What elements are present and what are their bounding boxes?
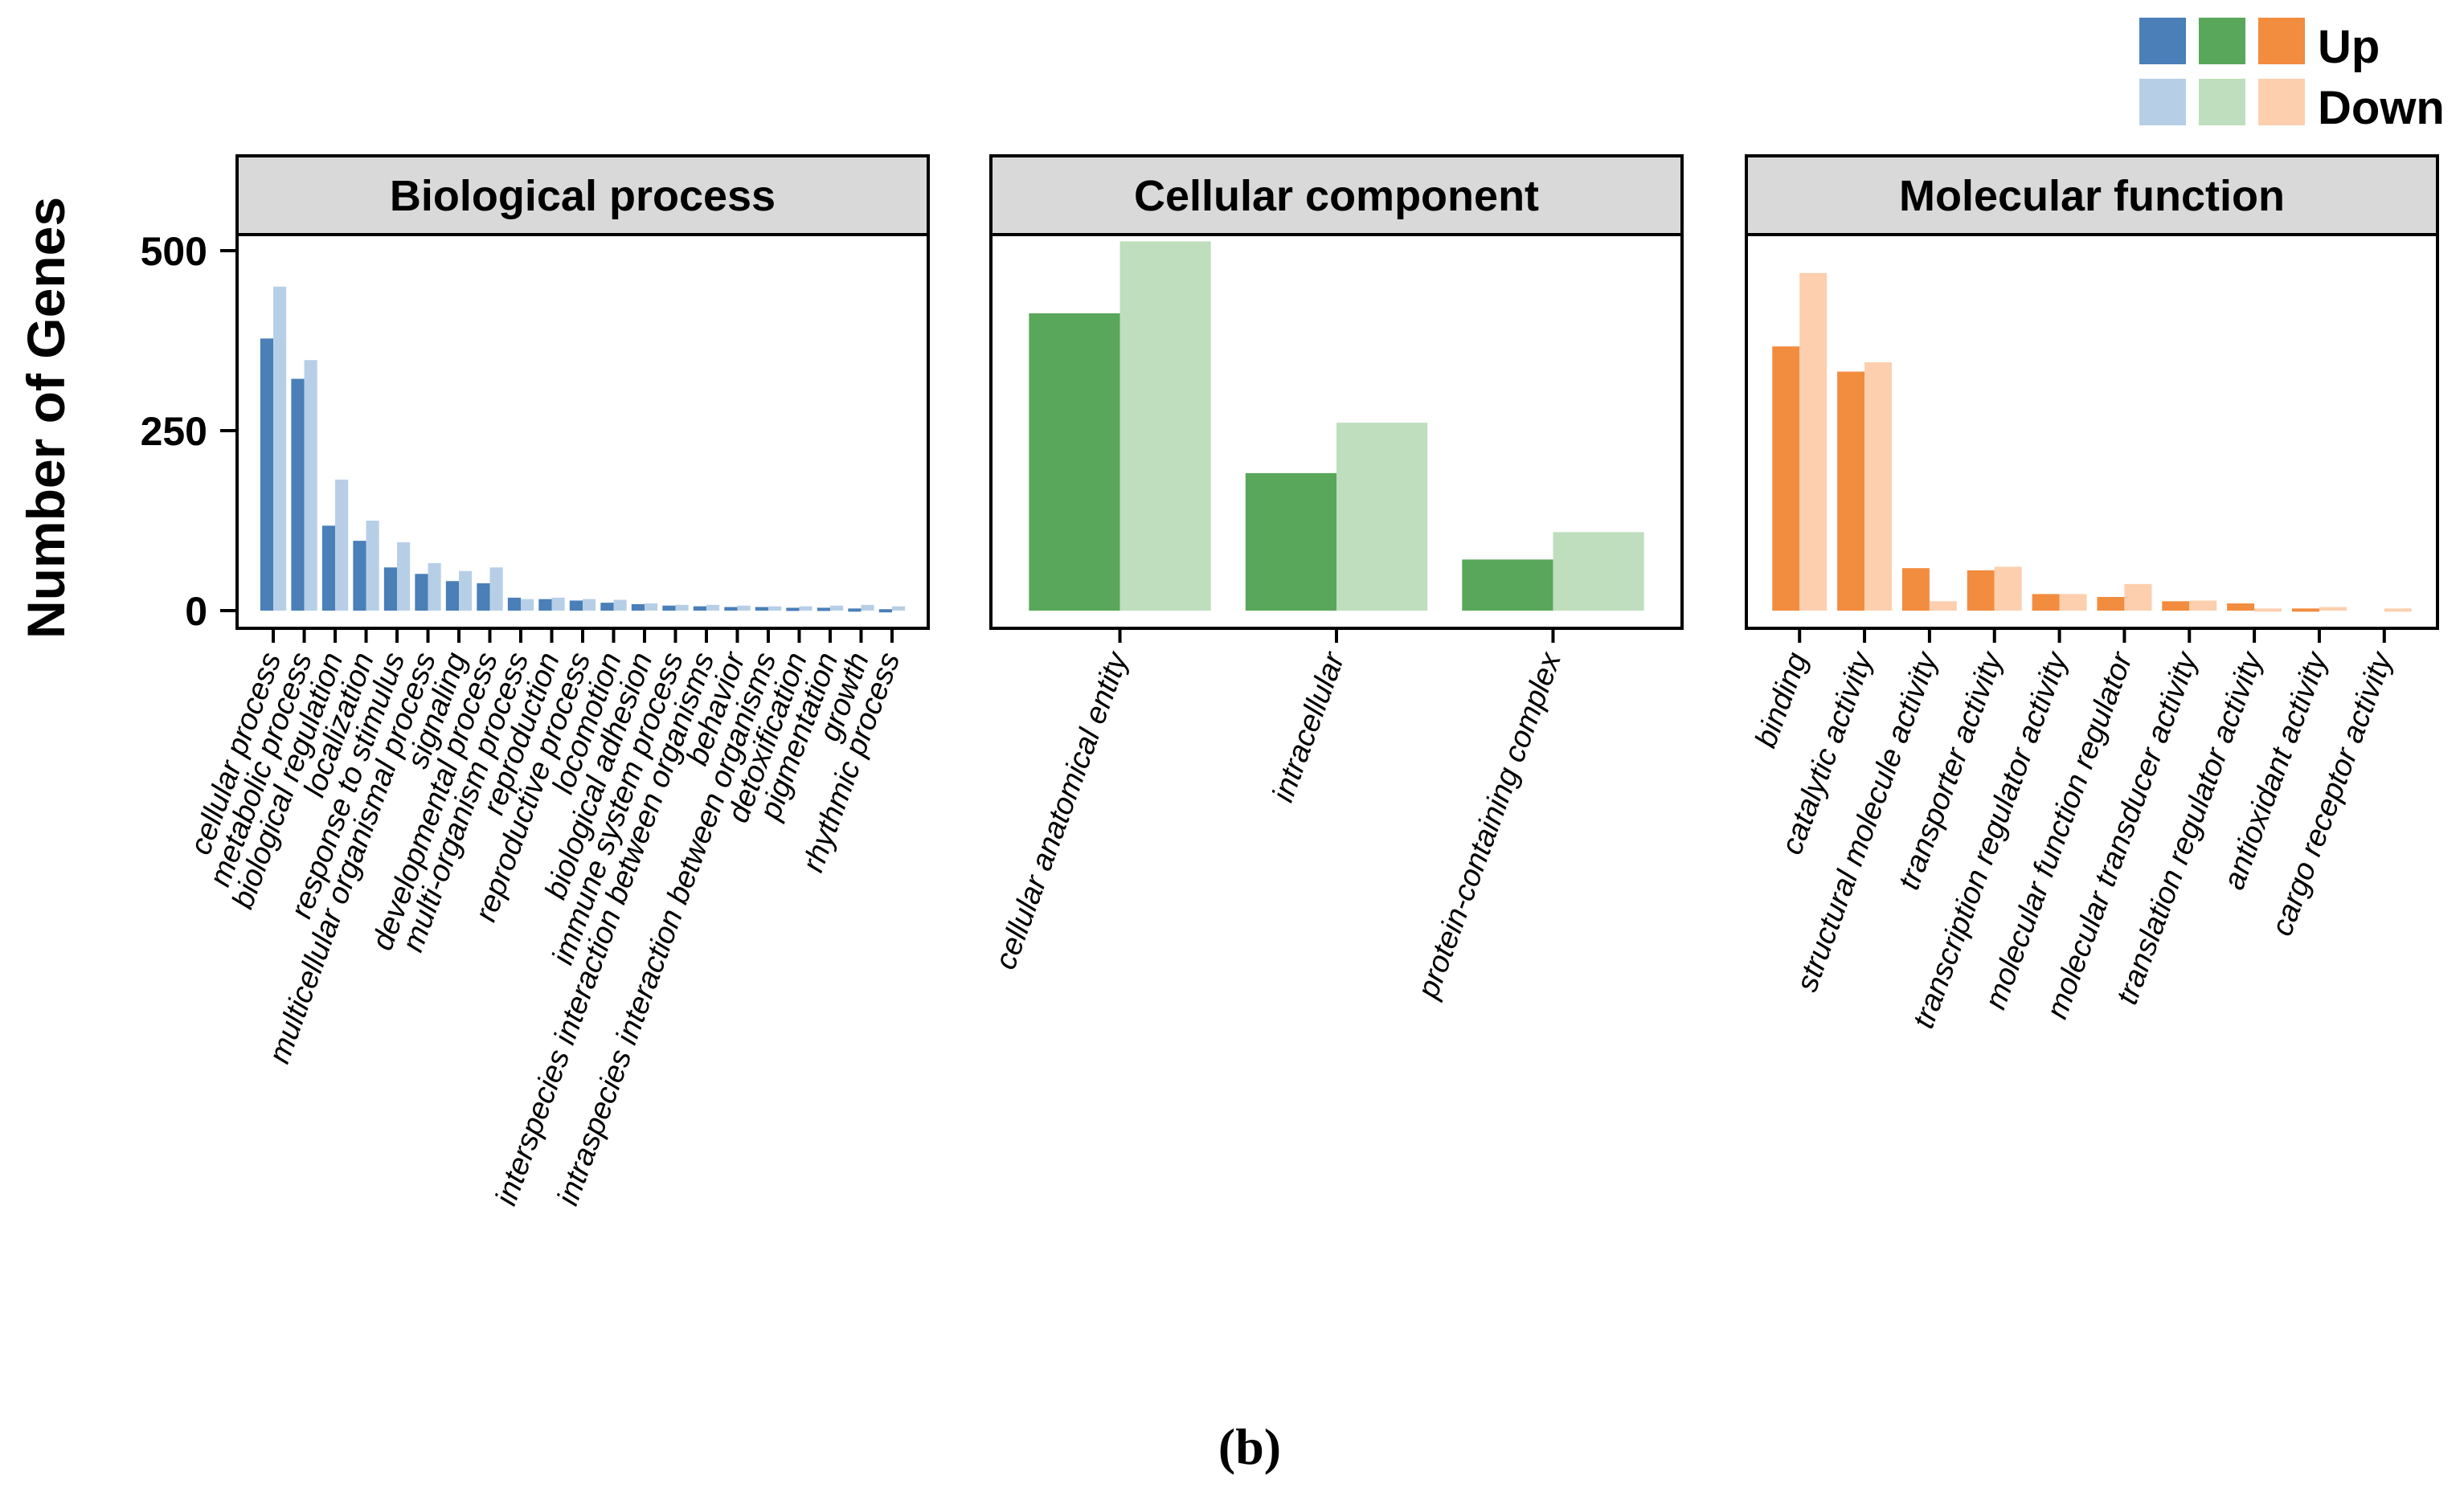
legend-swatch-down-green: [2199, 79, 2245, 125]
panel-title: Cellular component: [1134, 172, 1539, 220]
bar-up: [662, 605, 676, 611]
bar-down: [799, 606, 812, 611]
bar-up: [848, 608, 862, 612]
bar-up: [2032, 594, 2060, 611]
bar-down: [2384, 608, 2412, 612]
legend-up-label: Up: [2318, 21, 2380, 73]
bar-up: [507, 597, 522, 611]
legend-swatch-down-blue: [2139, 79, 2186, 125]
bar-down: [706, 604, 720, 611]
bar-up: [600, 603, 614, 611]
bar-up: [2227, 603, 2255, 611]
bar-up: [1772, 346, 1800, 611]
bar-up: [631, 603, 645, 611]
bar-down: [675, 604, 689, 611]
bar-down: [2124, 583, 2152, 611]
bar-down: [428, 562, 441, 611]
bar-down: [1336, 423, 1428, 611]
bar-down: [489, 567, 503, 611]
bar-down: [737, 605, 751, 611]
bar-up: [2291, 608, 2319, 612]
bar-up: [353, 541, 366, 611]
legend-down-label: Down: [2318, 82, 2445, 134]
bar-down: [273, 286, 287, 611]
bar-down: [861, 604, 874, 611]
bar-down: [2319, 607, 2347, 611]
bar-up: [817, 607, 830, 611]
bar-up: [1967, 570, 1995, 611]
bar-down: [459, 570, 473, 611]
bar-up: [383, 567, 398, 611]
bar-down: [551, 597, 565, 611]
bar-down: [829, 605, 844, 611]
legend: Up Down: [2139, 18, 2445, 134]
panel-strip: [989, 154, 1684, 236]
bar-down: [1119, 241, 1211, 611]
bar-up: [2162, 601, 2190, 611]
y-tick-label: 250: [141, 409, 207, 454]
bar-up: [2097, 596, 2125, 611]
bar-up: [755, 607, 768, 611]
legend-swatch-up-green: [2199, 18, 2245, 64]
panel-title: Molecular function: [1899, 172, 2285, 220]
bar-up: [569, 600, 583, 611]
bar-up: [786, 607, 800, 611]
legend-swatch-down-orange: [2258, 79, 2305, 125]
bar-up: [415, 574, 428, 611]
bar-up: [1245, 472, 1336, 611]
bar-up: [538, 599, 552, 611]
bar-down: [767, 606, 782, 611]
figure-caption: (b): [1218, 1418, 1281, 1475]
y-tick-label: 0: [185, 589, 207, 634]
bar-up: [724, 607, 738, 611]
legend-swatch-up-blue: [2139, 18, 2186, 64]
bar-up: [693, 606, 706, 611]
bar-down: [2254, 608, 2282, 612]
panel-strip: [1745, 154, 2439, 236]
bar-down: [1994, 566, 2022, 611]
y-axis-title: Number of Genes: [16, 197, 76, 639]
y-axis: 500 250 0: [141, 229, 237, 634]
panel-title: Biological process: [390, 172, 776, 220]
y-tick-label: 500: [141, 229, 207, 274]
bar-up: [1029, 313, 1120, 611]
bar-down: [2059, 594, 2087, 611]
bar-down: [613, 599, 627, 611]
bar-down: [2189, 600, 2217, 611]
legend-swatch-up-orange: [2258, 18, 2305, 64]
bar-down: [1929, 601, 1957, 611]
bar-up: [878, 609, 892, 613]
bar-down: [583, 599, 596, 611]
panel-frame: [1745, 233, 2439, 630]
bar-down: [397, 542, 411, 611]
bar-down: [1553, 532, 1644, 611]
bar-down: [304, 360, 317, 611]
bar-down: [1864, 362, 1893, 611]
bar-up: [321, 525, 336, 611]
bar-up: [291, 378, 305, 611]
bar-down: [891, 606, 906, 611]
bar-down: [1799, 272, 1828, 611]
bar-down: [335, 479, 349, 611]
bar-up: [1462, 559, 1553, 611]
bar-down: [521, 599, 534, 611]
bar-up: [477, 582, 490, 611]
bar-up: [1837, 371, 1865, 611]
bar-up: [260, 338, 274, 611]
bar-up: [1901, 568, 1930, 611]
panel-strip: [235, 154, 930, 236]
bar-up: [445, 581, 460, 611]
bar-down: [366, 521, 379, 611]
bar-down: [644, 603, 658, 611]
